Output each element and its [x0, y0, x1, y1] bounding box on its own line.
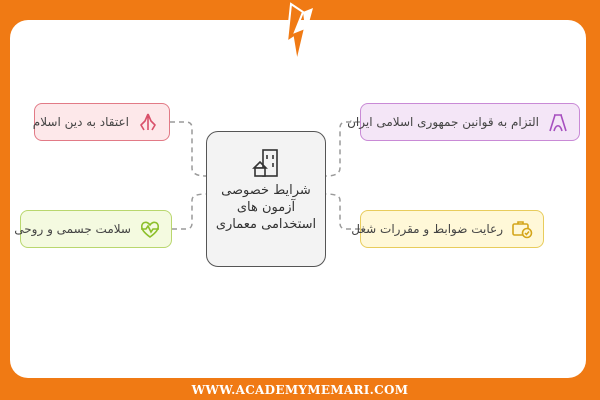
briefcase-check-icon [512, 221, 533, 239]
node-job-regulations: رعایت ضوابط و مقررات شغل [351, 210, 544, 248]
footer-url: WWW.ACADEMYMEMARI.COM [191, 383, 409, 397]
center-title: شرایط خصوصی آزمون های استخدامی معماری [215, 183, 317, 232]
heartbeat-icon [140, 221, 160, 238]
buildings-icon [252, 149, 278, 177]
node-label: سلامت جسمی و روحی [14, 222, 131, 236]
node-health: سلامت جسمی و روحی [14, 210, 172, 248]
node-label: التزام به قوانین جمهوری اسلامی ایران [347, 115, 539, 129]
brand-logo-icon [285, 2, 313, 63]
node-law-compliance: التزام به قوانین جمهوری اسلامی ایران [347, 103, 580, 141]
praying-hands-icon [140, 113, 156, 131]
monument-icon [549, 114, 567, 132]
node-faith-islam: اعتقاد به دین اسلام [32, 103, 170, 141]
center-topic: شرایط خصوصی آزمون های استخدامی معماری [206, 131, 326, 267]
node-label: رعایت ضوابط و مقررات شغل [351, 222, 503, 236]
node-label: اعتقاد به دین اسلام [32, 115, 129, 129]
